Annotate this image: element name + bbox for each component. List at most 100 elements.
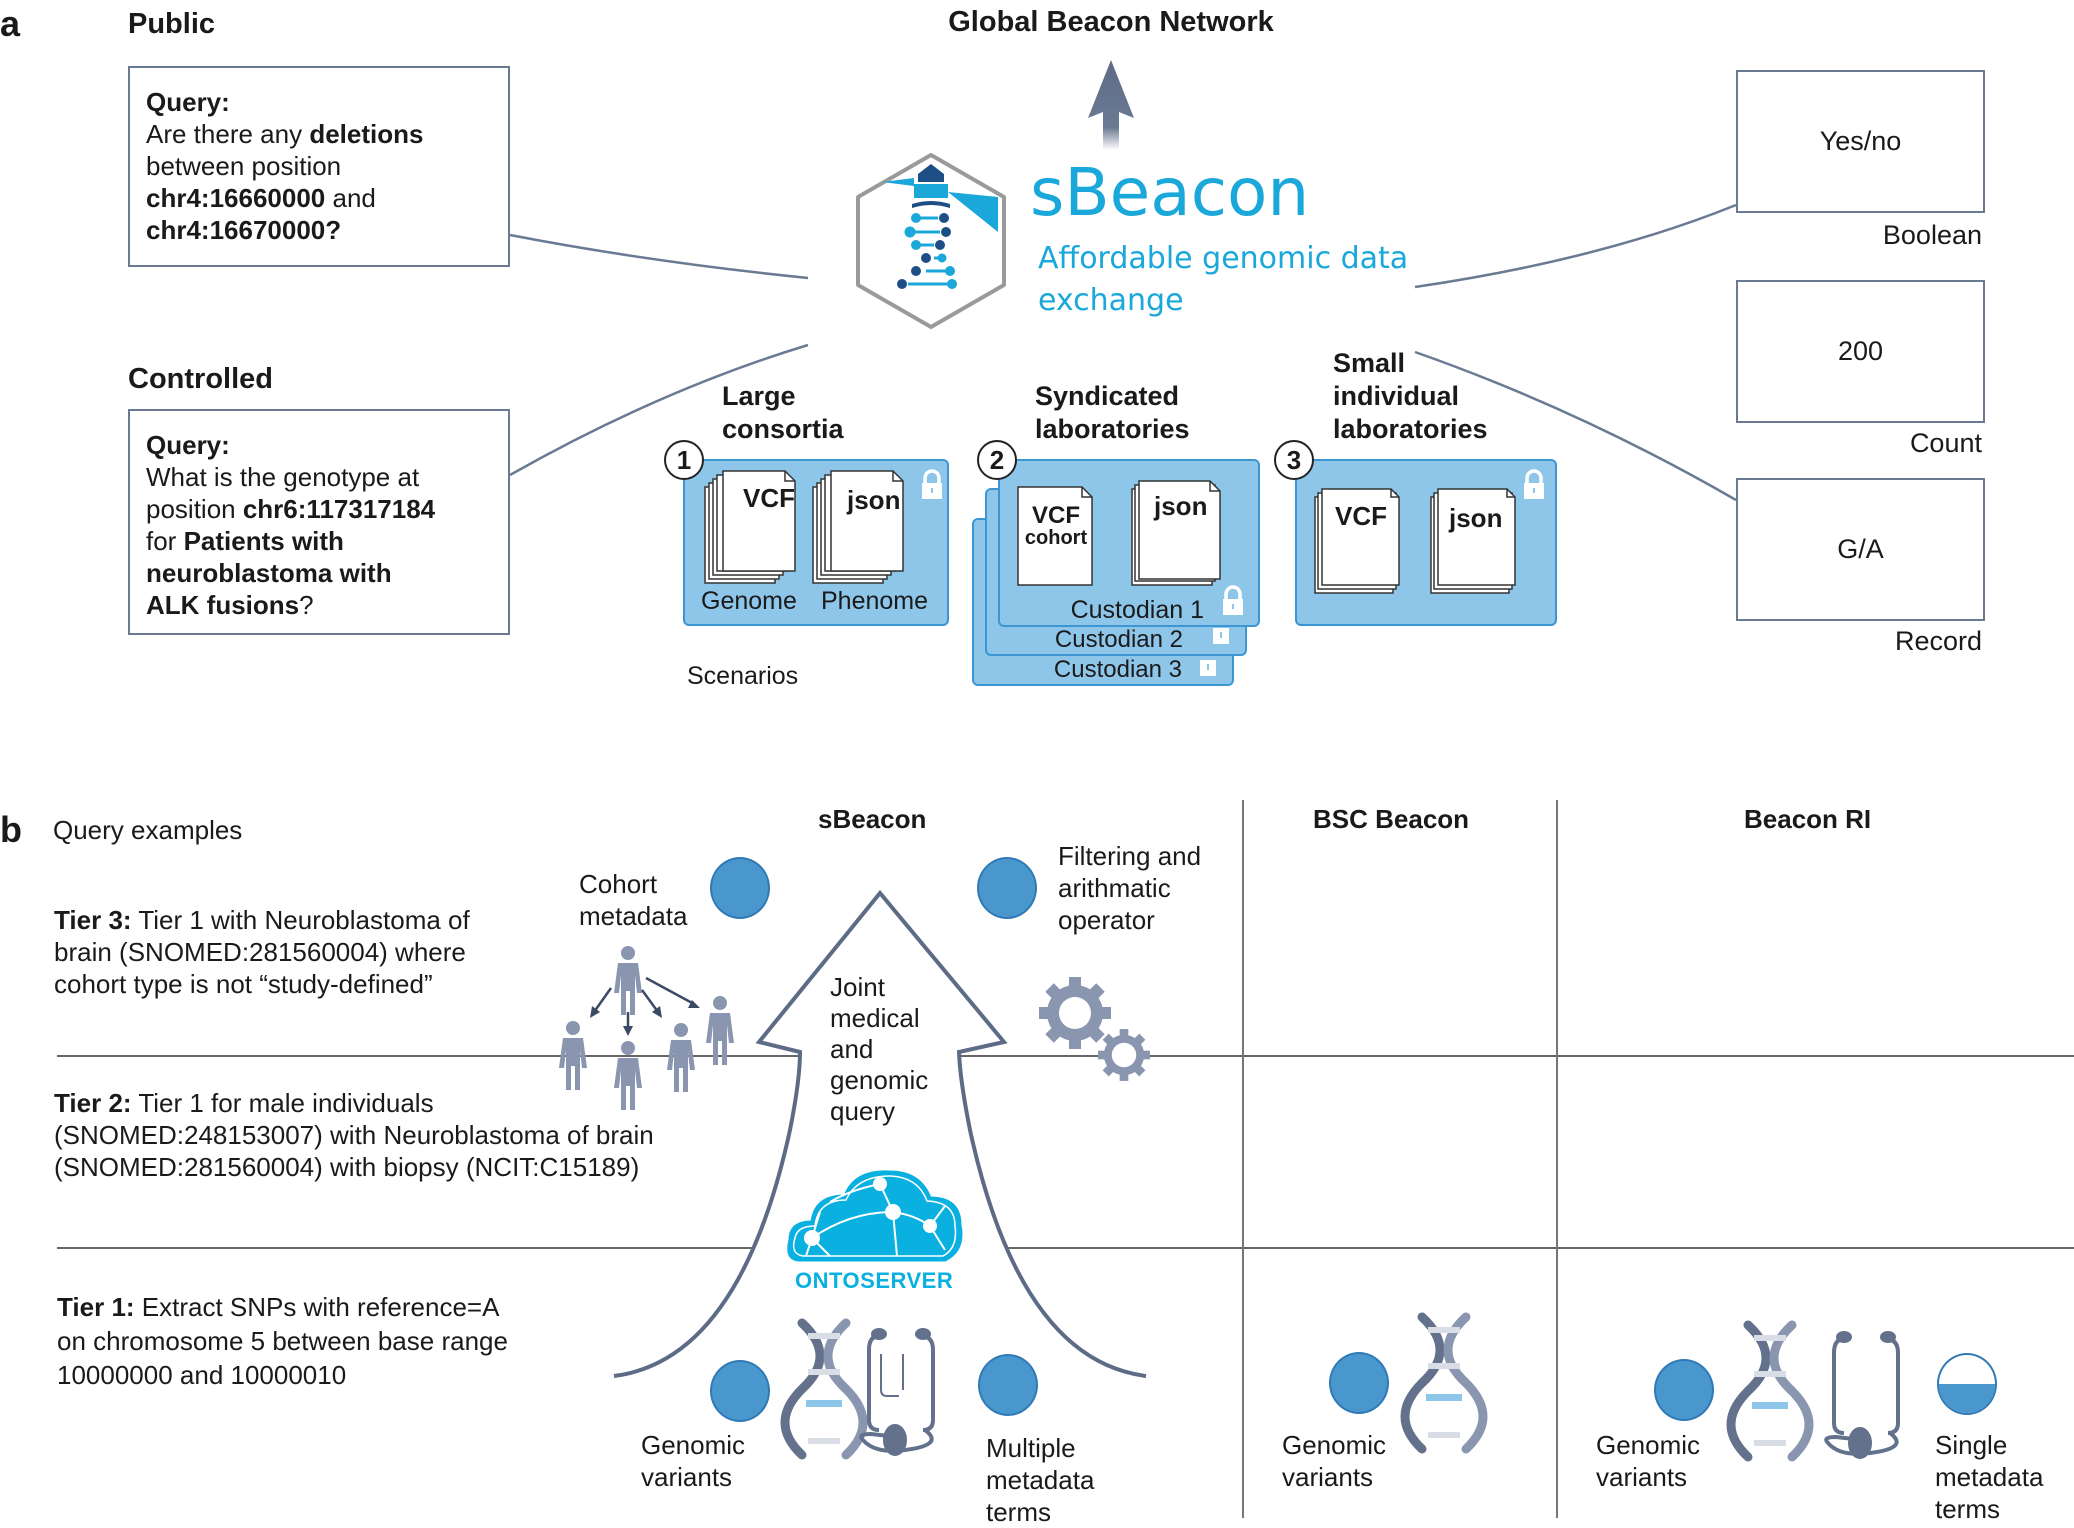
- title-line: laboratories: [1035, 414, 1190, 444]
- single-metadata-label: Single metadata terms: [1935, 1429, 2043, 1525]
- query-examples-label: Query examples: [53, 815, 243, 845]
- controlled-query-box: Query: What is the genotype at position …: [128, 409, 510, 635]
- feature-text: Joint: [830, 972, 885, 1002]
- tier-text: (SNOMED:248153007) with Neuroblastoma of…: [54, 1120, 654, 1150]
- lock-icon: [1213, 628, 1229, 644]
- custodian-1-box: VCF cohort json Custodian 1: [998, 459, 1260, 627]
- json-document-stack-icon: [1430, 488, 1516, 594]
- feature-text: terms: [1935, 1494, 2000, 1524]
- sbeacon-title: sBeacon: [1030, 154, 1310, 231]
- query-keyword: neuroblastoma with: [146, 558, 392, 588]
- lock-icon: [1200, 660, 1216, 676]
- json-document-stack-icon: [812, 470, 904, 584]
- scenarios-label: Scenarios: [687, 662, 799, 690]
- query-text: ?: [299, 590, 314, 620]
- feature-text: metadata: [986, 1465, 1095, 1495]
- feature-text: Genomic: [641, 1430, 746, 1460]
- response-type-label: Boolean: [1882, 220, 1982, 250]
- panel-a-connectors: [509, 60, 1737, 502]
- tagline-line: Affordable genomic data: [1038, 241, 1409, 276]
- genomic-variants-label: Genomic variants: [1596, 1429, 1700, 1493]
- feature-text: Genomic: [1282, 1430, 1387, 1460]
- public-label: Public: [128, 8, 216, 40]
- title-line: Small: [1333, 348, 1406, 378]
- vcf-doc-label: VCF: [1335, 501, 1387, 531]
- response-value: Yes/no: [1819, 126, 1902, 156]
- query-text: What is the genotype at: [146, 462, 420, 492]
- vcf-cohort-label: VCF cohort: [1018, 502, 1094, 550]
- connector-public: [509, 233, 809, 280]
- doc-label: cohort: [1024, 527, 1088, 549]
- query-text: position: [146, 494, 243, 524]
- scenario-1-title: Large consortia: [722, 380, 844, 446]
- scenario-2-number: 2: [977, 440, 1017, 480]
- metadata-fill-level: [1939, 1384, 1995, 1413]
- cohort-metadata-dot: [710, 857, 770, 919]
- dna-icon: [1400, 1312, 1488, 1454]
- sbeacon-logo-icon: [856, 153, 1006, 329]
- title-line: individual: [1333, 381, 1460, 411]
- public-query-box: Query: Are there any deletions between p…: [128, 66, 510, 267]
- tier-divider: [57, 1247, 2074, 1249]
- scenario-1-number: 1: [664, 440, 704, 480]
- response-type-label: Count: [1909, 428, 1982, 458]
- cohort-metadata-label: Cohort metadata: [579, 868, 687, 932]
- query-title: Query:: [146, 87, 230, 117]
- cohort-people-icon: [559, 946, 734, 1110]
- tier-text: Tier 1 with Neuroblastoma of: [131, 905, 470, 935]
- json-doc-label: json: [1154, 491, 1208, 521]
- response-boolean-box: Yes/no: [1736, 70, 1985, 213]
- metadata-terms-dot: [978, 1354, 1038, 1416]
- cohort-arrows-icon: [590, 976, 700, 1036]
- panel-a-letter: a: [0, 3, 21, 44]
- tier-text: (SNOMED:281560004) with biopsy (NCIT:C15…: [54, 1152, 640, 1182]
- column-header-sbeacon: sBeacon: [818, 804, 927, 834]
- ontoserver-cloud-icon: [787, 1170, 963, 1262]
- genomic-variants-label: Genomic variants: [1282, 1429, 1386, 1493]
- query-text: and: [325, 183, 376, 213]
- feature-text: variants: [641, 1462, 733, 1492]
- tier-text: 10000000 and 10000010: [57, 1360, 347, 1390]
- multiple-metadata-label: Multiple metadata terms: [986, 1432, 1094, 1528]
- gears-icon: [1039, 977, 1150, 1081]
- filtering-dot: [977, 857, 1037, 919]
- feature-text: metadata: [1935, 1462, 2044, 1492]
- feature-text: medical: [830, 1003, 920, 1033]
- response-count-box: 200: [1736, 280, 1985, 423]
- query-text: between position: [146, 151, 342, 181]
- tier-label: Tier 2:: [54, 1088, 132, 1118]
- response-type-label: Record: [1894, 626, 1982, 656]
- column-header-beacon-ri: Beacon RI: [1744, 804, 1872, 834]
- scenario-2-title: Syndicated laboratories: [1035, 380, 1190, 446]
- connector-record: [1414, 350, 1737, 502]
- dna-icon: [1726, 1320, 1814, 1462]
- genomic-variants-dot: [710, 1360, 770, 1422]
- tier-text: brain (SNOMED:281560004) where: [54, 937, 466, 967]
- tier-label: Tier 3:: [54, 905, 132, 935]
- joint-query-arrow: [613, 889, 1147, 1378]
- feature-text: Cohort: [579, 869, 658, 899]
- tier-text: Extract SNPs with reference=A: [134, 1292, 500, 1322]
- response-value: G/A: [1837, 534, 1884, 564]
- doc-label: VCF: [1032, 502, 1080, 529]
- feature-text: Multiple: [986, 1433, 1076, 1463]
- custodian-label: Custodian 3: [1053, 656, 1182, 683]
- scenario-1-box: VCF json Genome Phenome: [683, 459, 949, 626]
- lock-icon: [922, 469, 942, 499]
- feature-text: variants: [1282, 1462, 1374, 1492]
- feature-text: metadata: [579, 901, 688, 931]
- query-text: Are there any: [146, 119, 310, 149]
- title-line: Syndicated: [1035, 381, 1180, 411]
- json-doc-label: json: [1449, 503, 1503, 533]
- stethoscope-icon: [859, 1328, 935, 1456]
- feature-text: query: [830, 1096, 896, 1126]
- column-header-bsc-beacon: BSC Beacon: [1313, 804, 1470, 834]
- tier-text: on chromosome 5 between base range: [57, 1326, 508, 1356]
- query-keyword: deletions: [309, 119, 424, 149]
- tagline-line: exchange: [1038, 283, 1184, 318]
- vcf-document-stack-icon: [1314, 488, 1400, 594]
- lock-icon: [1223, 585, 1243, 615]
- genome-caption: Genome: [701, 587, 797, 615]
- custodian-label: Custodian 1: [1070, 596, 1204, 624]
